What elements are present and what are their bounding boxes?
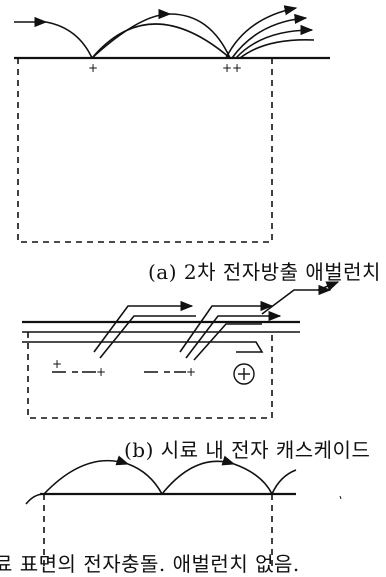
electron-arc-a3 — [91, 8, 172, 59]
bounce-arc-c3 — [271, 469, 297, 495]
circled-plus-icon — [233, 363, 255, 385]
cascade-path-6 — [261, 284, 332, 315]
sample-box-a — [17, 58, 273, 243]
cascade-path-1 — [93, 300, 194, 353]
positive-charge-label-a2: ++ — [222, 61, 242, 75]
electron-arc-a5 — [225, 5, 298, 59]
positive-charge-label-a1: + — [88, 61, 98, 75]
bounce-arc-c2 — [161, 455, 236, 495]
positive-charge-label-b3: + — [186, 365, 196, 379]
small-tick-c — [339, 495, 342, 500]
cascade-path-3 — [179, 300, 274, 353]
electron-arc-a7 — [235, 24, 314, 59]
electron-arc-a6 — [231, 13, 308, 59]
bounce-arc-c1b — [127, 463, 163, 495]
cascade-channel — [22, 341, 264, 353]
panel-a — [14, 5, 330, 243]
electron-arc-a2 — [91, 23, 231, 59]
electron-arc-a4 — [169, 13, 231, 59]
cascade-path-4 — [185, 310, 282, 359]
cascade-path-7 — [317, 281, 340, 292]
caption-panel-b: (b) 시료 내 전자 캐스케이드 — [124, 438, 371, 462]
cascade-path-5 — [193, 323, 262, 361]
positive-charge-label-b2: + — [96, 365, 106, 379]
bounce-arc-c1 — [43, 455, 130, 495]
sample-box-c — [43, 494, 273, 572]
electron-arc-a1 — [45, 21, 93, 59]
electron-arc-a8 — [239, 39, 315, 59]
caption-panel-a: (a) 2차 전자방출 애벌런치 — [148, 260, 381, 284]
panel-c — [25, 455, 342, 572]
sample-box-b — [27, 332, 273, 419]
bounce-arc-c0 — [25, 493, 45, 505]
caption-panel-c: 료 표면의 전자충돌. 애벌런치 없음. — [0, 552, 300, 576]
positive-charge-label-b1: + — [52, 357, 62, 371]
cascade-path-2 — [99, 315, 196, 359]
panel-b — [22, 281, 340, 419]
bounce-arc-c2b — [233, 463, 273, 495]
